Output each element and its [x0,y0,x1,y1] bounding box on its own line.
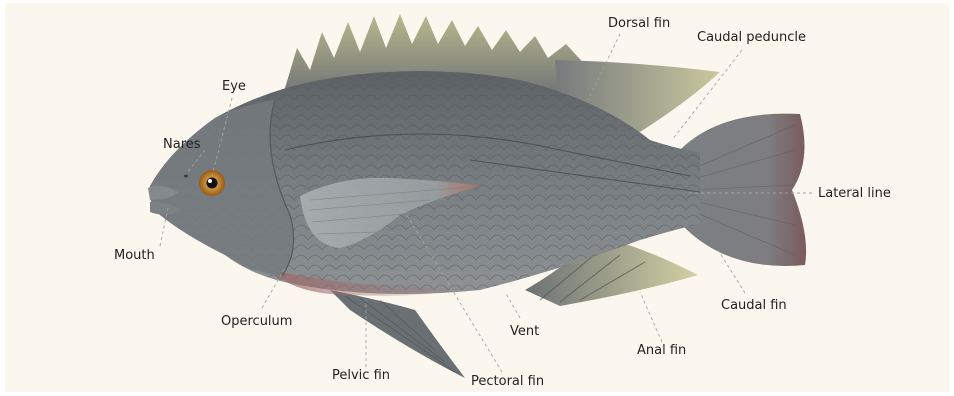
label-caudal-fin: Caudal fin [721,298,787,314]
eye-highlight [208,179,212,183]
label-pelvic-fin: Pelvic fin [332,368,390,384]
eye-pupil [207,178,218,189]
label-pectoral-fin: Pectoral fin [471,374,544,390]
label-eye: Eye [222,79,246,95]
label-mouth: Mouth [114,248,155,264]
label-nares: Nares [163,137,201,153]
leader-anal-fin [640,292,662,342]
label-dorsal-fin: Dorsal fin [608,16,670,32]
nares-mark [184,175,188,178]
label-lateral-line: Lateral line [818,186,891,202]
label-vent: Vent [510,324,539,340]
leader-vent [505,292,520,318]
label-anal-fin: Anal fin [637,343,686,359]
label-caudal-peduncle: Caudal peduncle [697,30,806,46]
label-operculum: Operculum [221,314,292,330]
